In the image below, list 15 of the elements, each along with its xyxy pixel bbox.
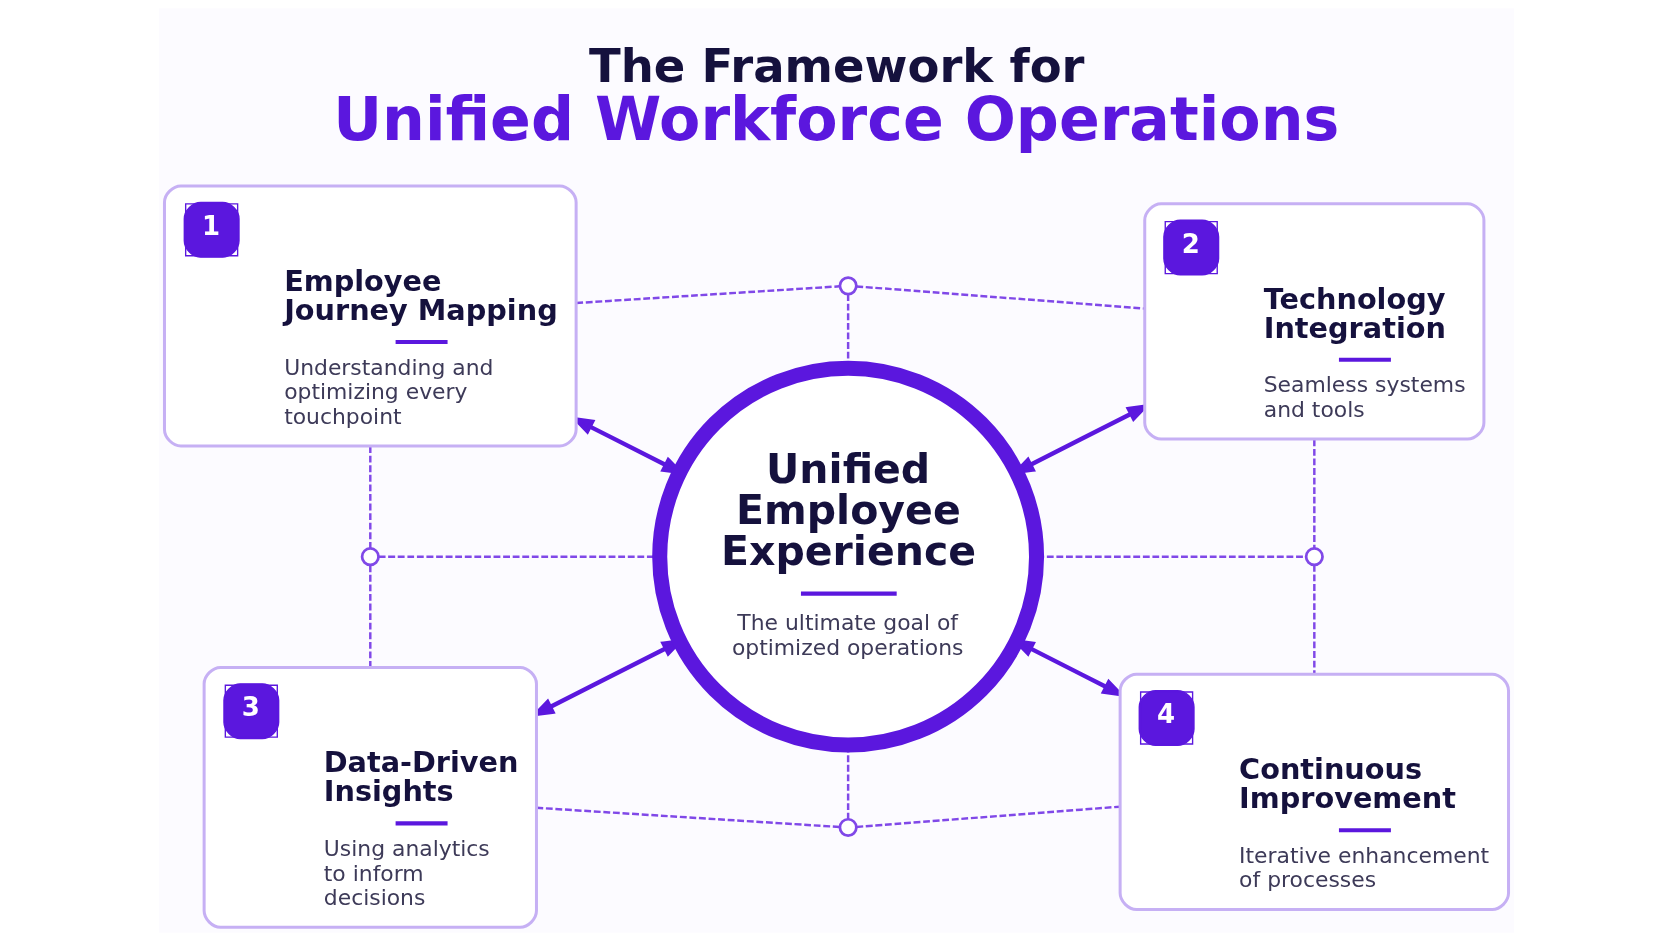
connector	[368, 446, 372, 549]
connector	[855, 805, 1120, 829]
connector	[535, 806, 840, 829]
diagram-title: The Framework for Unified Workforce Operations	[332, 39, 1339, 154]
node-box: 4 Continuous Improvement Iterative enhancement of processes	[1118, 672, 1510, 911]
node-circle	[838, 276, 858, 296]
connector	[1312, 564, 1316, 674]
node-circle	[838, 817, 858, 838]
node-box: 1 Employee Journey Mapping Understanding and optimizing every touchpoint	[162, 184, 578, 448]
node-box: 2 Technology Integration Seamless systems and tools	[1142, 202, 1485, 441]
node-box: 3 Data-Driven Insights Using analytics to inform decisions	[202, 665, 538, 929]
connector	[575, 285, 840, 305]
node-circle	[1304, 547, 1324, 567]
node-circle	[360, 547, 380, 567]
node-circle: Unified Employee Experience The ultimate goal of optimized operations	[651, 360, 1044, 753]
